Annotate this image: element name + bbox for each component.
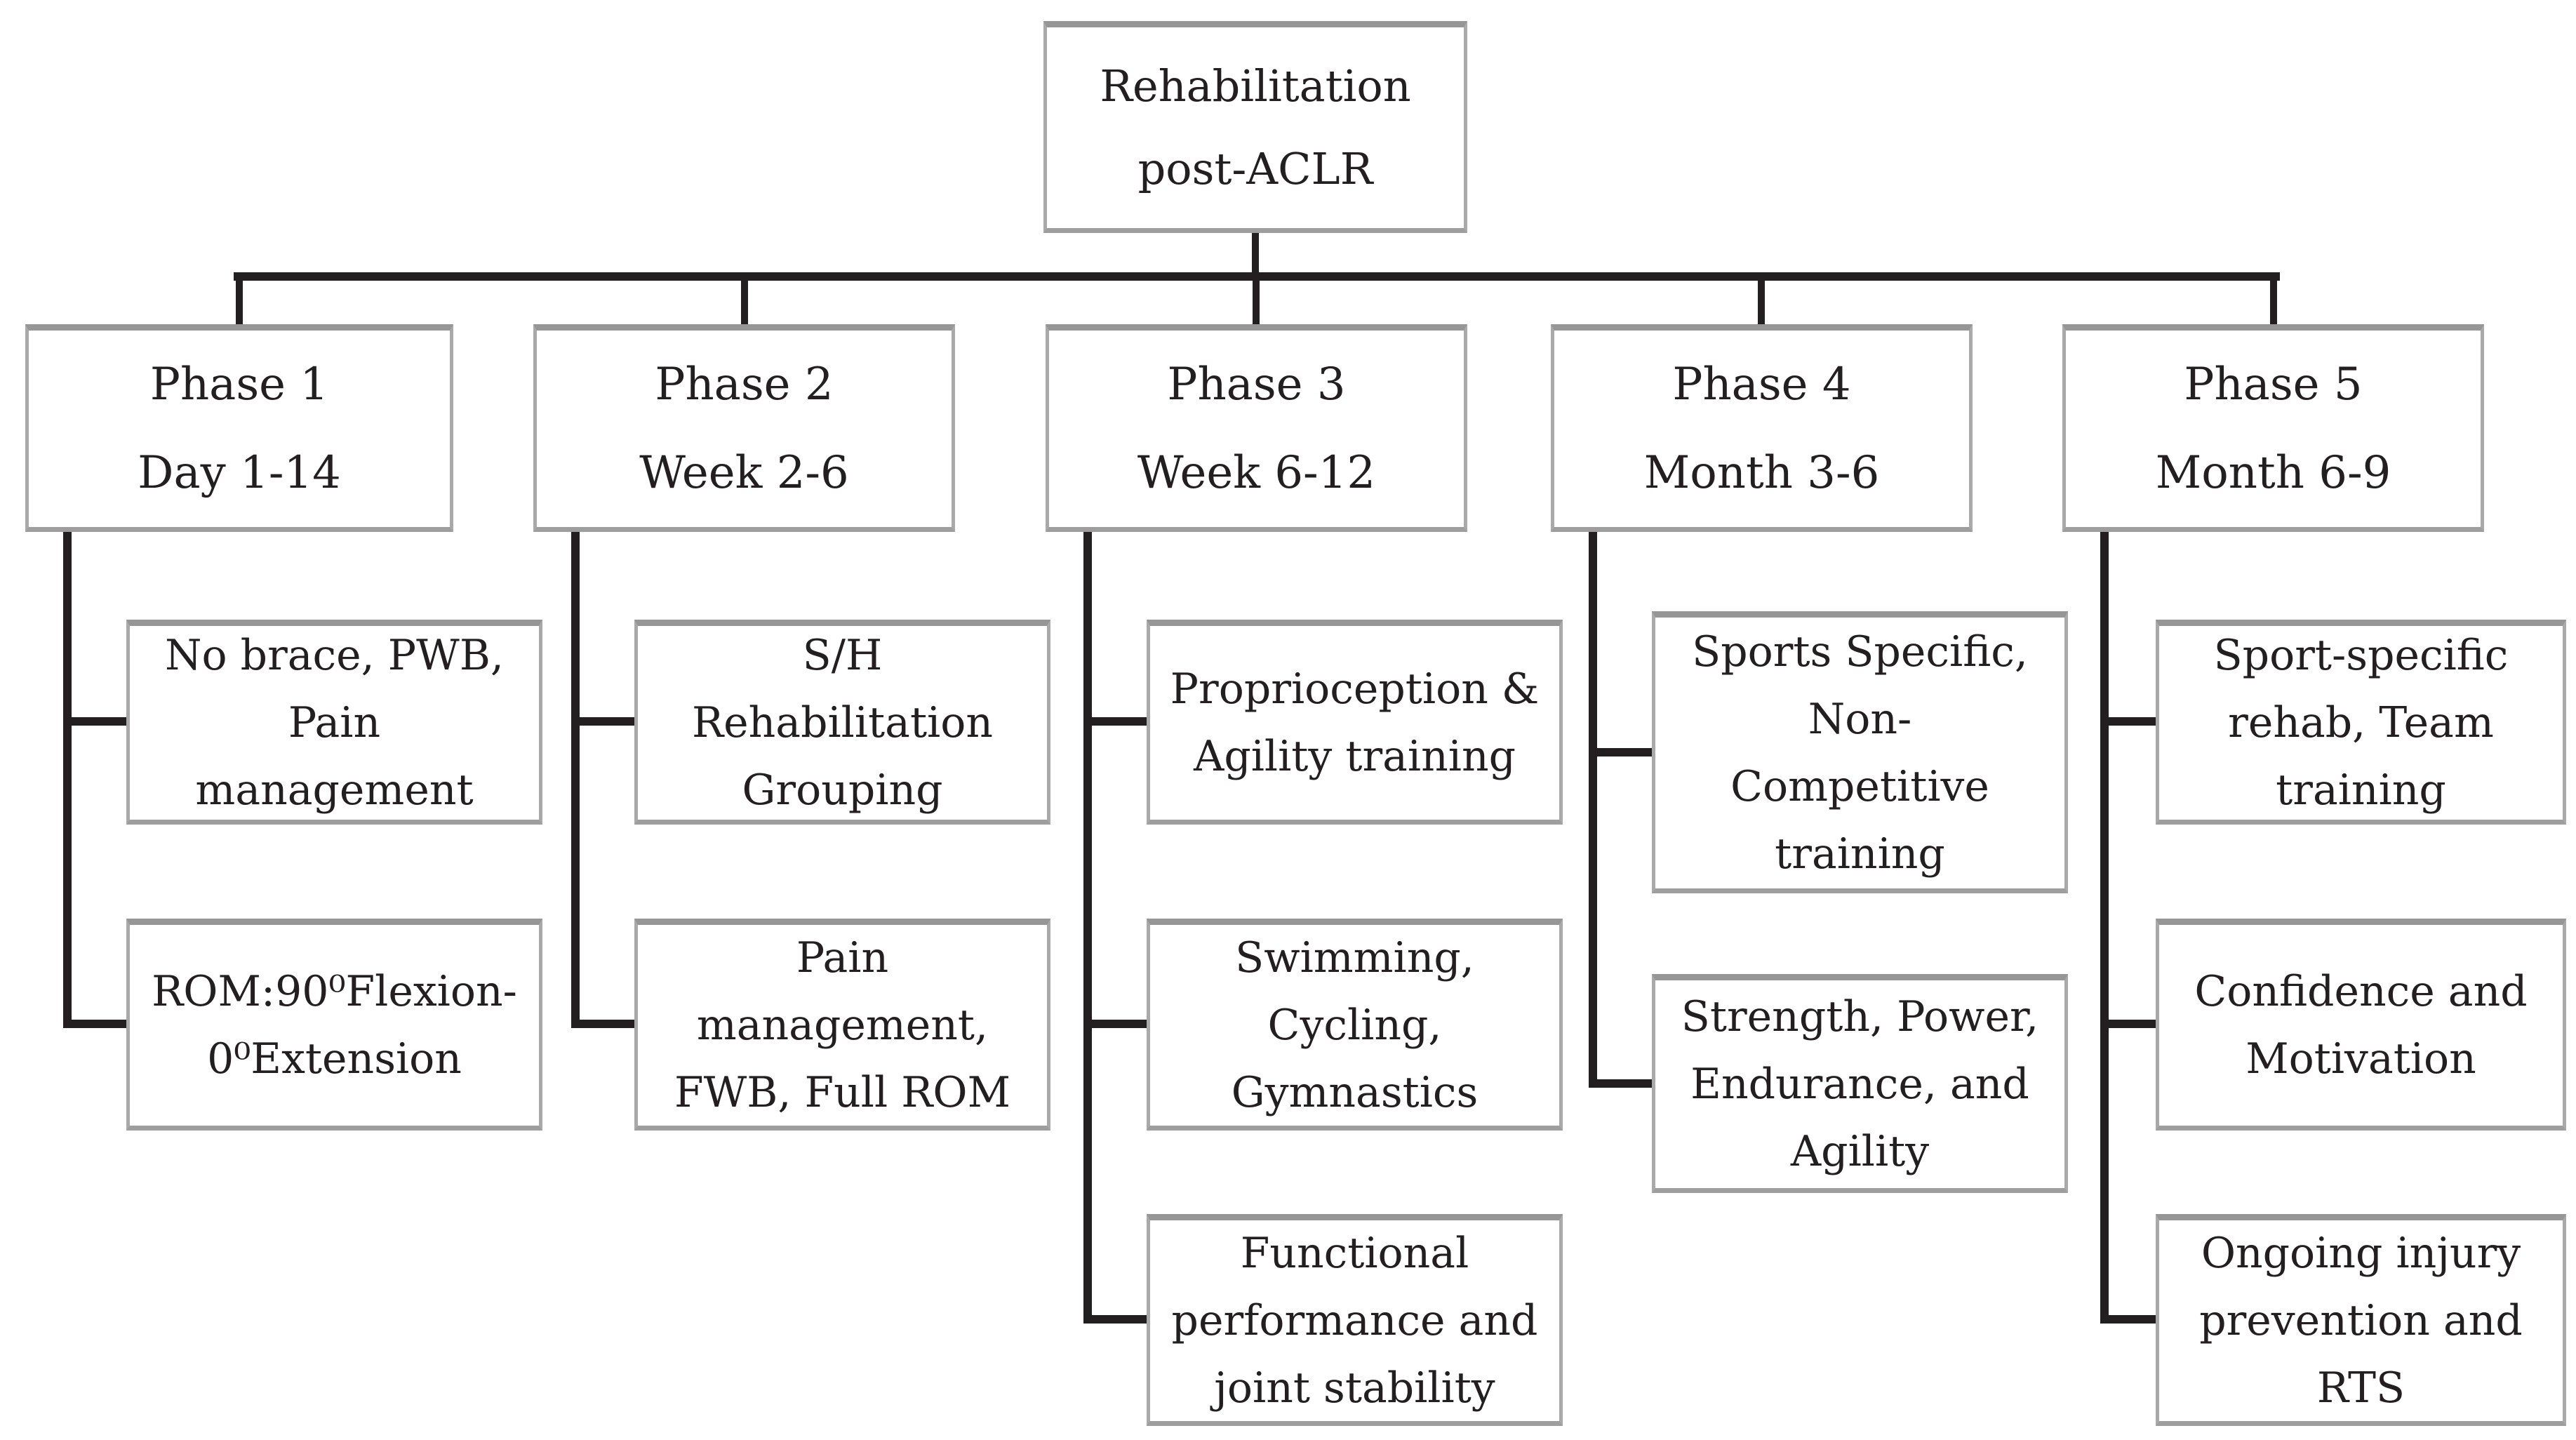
phase-2-period: Week 2-6: [639, 447, 849, 499]
phase-4-node: Phase 4 Month 3-6: [1551, 324, 1973, 532]
phase-5-period: Month 6-9: [2155, 447, 2391, 499]
root-node-label: Rehabilitation post-ACLR: [1100, 60, 1411, 194]
phase-2-child-1-text: S/H Rehabilitation Grouping: [691, 631, 994, 815]
connector-phase5-child2-stub: [2100, 1020, 2158, 1028]
connector-phase3-top-stub: [1253, 278, 1260, 326]
phase-5-label: Phase 5: [2184, 359, 2363, 411]
phase-5-child-2-text: Confidence and Motivation: [2194, 967, 2528, 1084]
connector-phase5-trunk: [2100, 528, 2109, 1324]
phase-1-label: Phase 1: [149, 359, 329, 411]
connector-phase2-top-stub: [741, 278, 748, 326]
phase-1-child-2: ROM:90⁰Flexion- 0⁰Extension: [126, 919, 542, 1131]
root-node: Rehabilitation post-ACLR: [1043, 21, 1467, 233]
phase-3-child-1-text: Proprioception & Agility training: [1170, 665, 1540, 781]
connector-phase4-child2-stub: [1589, 1079, 1655, 1088]
phase-4-label: Phase 4: [1672, 359, 1851, 411]
phase-4-child-2-text: Strength, Power, Endurance, and Agility: [1681, 992, 2039, 1176]
phase-4-child-2: Strength, Power, Endurance, and Agility: [1652, 974, 2068, 1193]
phase-2-node: Phase 2 Week 2-6: [533, 324, 955, 532]
phase-5-node: Phase 5 Month 6-9: [2062, 324, 2484, 532]
connector-phase2-child2-stub: [571, 1020, 637, 1028]
connector-phase2-child1-stub: [571, 717, 637, 726]
connector-phase3-child1-stub: [1083, 717, 1149, 726]
phase-2-child-1: S/H Rehabilitation Grouping: [634, 620, 1050, 825]
phase-4-child-1-text: Sports Specific, Non- Competitive traini…: [1692, 627, 2028, 879]
phase-2-child-2-text: Pain management, FWB, Full ROM: [674, 933, 1011, 1117]
connector-phase1-trunk: [63, 528, 72, 1028]
connector-phase3-child3-stub: [1083, 1315, 1149, 1324]
phase-3-period: Week 6-12: [1137, 447, 1376, 499]
connector-phase4-child1-stub: [1589, 748, 1655, 756]
phase-3-child-2: Swimming, Cycling, Gymnastics: [1147, 919, 1563, 1131]
phase-1-node: Phase 1 Day 1-14: [25, 324, 453, 532]
connector-phase5-child1-stub: [2100, 717, 2158, 726]
connector-phase4-trunk: [1589, 528, 1597, 1088]
phase-5-child-2: Confidence and Motivation: [2156, 919, 2566, 1131]
phase-5-child-1-text: Sport-specific rehab, Team training: [2213, 631, 2509, 815]
phase-5-child-3: Ongoing injury prevention and RTS: [2156, 1214, 2566, 1426]
phase-5-child-1: Sport-specific rehab, Team training: [2156, 620, 2566, 825]
phase-1-child-1: No brace, PWB, Pain management: [126, 620, 542, 825]
phase-3-child-3-text: Functional performance and joint stabili…: [1171, 1229, 1538, 1413]
phase-4-child-1: Sports Specific, Non- Competitive traini…: [1652, 611, 2068, 893]
phase-3-child-1: Proprioception & Agility training: [1147, 620, 1563, 825]
phase-2-child-2: Pain management, FWB, Full ROM: [634, 919, 1050, 1131]
connector-phase5-top-stub: [2270, 278, 2277, 326]
phase-4-period: Month 3-6: [1643, 447, 1880, 499]
connector-phase4-top-stub: [1758, 278, 1765, 326]
connector-phase2-trunk: [571, 528, 580, 1028]
connector-phase5-child3-stub: [2100, 1315, 2158, 1324]
phase-3-child-3: Functional performance and joint stabili…: [1147, 1214, 1563, 1426]
phase-3-label: Phase 3: [1167, 359, 1346, 411]
phase-2-label: Phase 2: [655, 359, 834, 411]
phase-1-child-2-text: ROM:90⁰Flexion- 0⁰Extension: [152, 967, 517, 1084]
connector-phase1-top-stub: [236, 278, 243, 326]
connector-phase3-child2-stub: [1083, 1020, 1149, 1028]
connector-root-stub: [1252, 231, 1259, 274]
phase-3-node: Phase 3 Week 6-12: [1046, 324, 1467, 532]
phase-1-child-1-text: No brace, PWB, Pain management: [164, 631, 505, 815]
phase-1-period: Day 1-14: [138, 447, 341, 499]
connector-phase3-trunk: [1083, 528, 1092, 1324]
connector-phase1-child2-stub: [63, 1020, 129, 1028]
phase-3-child-2-text: Swimming, Cycling, Gymnastics: [1231, 933, 1479, 1117]
connector-phase1-child1-stub: [63, 717, 129, 726]
phase-5-child-3-text: Ongoing injury prevention and RTS: [2199, 1229, 2523, 1413]
